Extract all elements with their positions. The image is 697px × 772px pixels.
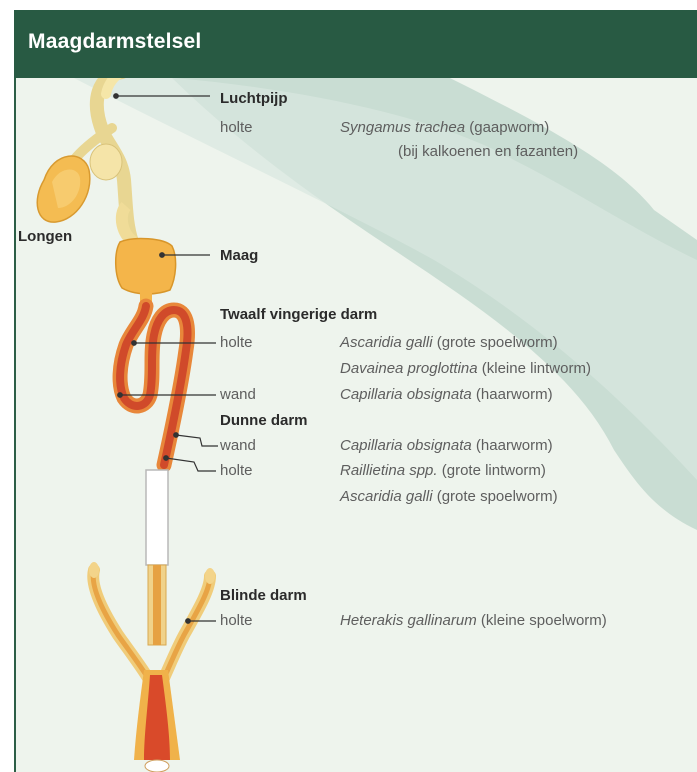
parasite-common-name: (haarworm) (476, 386, 553, 403)
parasite-genus: Raillietina spp. (340, 462, 438, 479)
parasite-heterakis: Heterakis gallinarum (kleine spoelworm) (340, 612, 607, 629)
parasite-genus: Capillaria obsignata (340, 386, 472, 403)
ceca-tip-right (205, 568, 215, 584)
duodenum-inner (120, 306, 187, 465)
ceca-left-core (93, 570, 148, 678)
label-blinde-darm: Blinde darm (220, 587, 307, 604)
location-holte-blinde: holte (220, 612, 253, 629)
parasite-common-name: (grote lintworm) (442, 462, 546, 479)
parasite-ascaridia-1: Ascaridia galli (grote spoelworm) (340, 334, 558, 351)
location-holte-twaalfvingerige: holte (220, 334, 253, 351)
location-holte-dunne: holte (220, 462, 253, 479)
label-luchtpijp: Luchtpijp (220, 90, 288, 107)
crop-illustration (90, 144, 122, 180)
label-maag: Maag (220, 247, 258, 264)
parasite-genus: Heterakis gallinarum (340, 612, 477, 629)
cloaca-opening (145, 760, 169, 772)
location-holte-luchtpijp: holte (220, 119, 253, 136)
ceca-tip-left (89, 562, 99, 578)
intestine-stem-core (153, 565, 161, 645)
parasite-ascaridia-2: Ascaridia galli (grote spoelworm) (340, 488, 558, 505)
parasite-syngamus: Syngamus trachea (gaapworm) (340, 119, 549, 136)
parasite-genus: Capillaria obsignata (340, 437, 472, 454)
stomach-illustration (116, 239, 176, 294)
parasite-genus: Ascaridia galli (340, 334, 433, 351)
parasite-genus: Davainea proglottina (340, 360, 478, 377)
parasite-capillaria-1: Capillaria obsignata (haarworm) (340, 386, 553, 403)
parasite-capillaria-2: Capillaria obsignata (haarworm) (340, 437, 553, 454)
parasite-common-name: (gaapworm) (469, 119, 549, 136)
parasite-genus: Ascaridia galli (340, 488, 433, 505)
parasite-raillietina: Raillietina spp. (grote lintworm) (340, 462, 546, 479)
parasite-common-name: (grote spoelworm) (437, 488, 558, 505)
small-intestine-section (146, 470, 168, 565)
parasite-common-name: (kleine lintworm) (482, 360, 591, 377)
diagram-panel: Maagdarmstelsel Luchtpijp holte Syngamus… (14, 10, 697, 772)
location-wand-twaalfvingerige: wand (220, 386, 256, 403)
parasite-genus: Syngamus trachea (340, 119, 465, 136)
parasite-davainea: Davainea proglottina (kleine lintworm) (340, 360, 591, 377)
parasite-common-name: (haarworm) (476, 437, 553, 454)
label-twaalfvingerige-darm: Twaalf vingerige darm (220, 306, 377, 323)
parasite-common-name: (grote spoelworm) (437, 334, 558, 351)
panel-left-border (14, 10, 16, 772)
label-longen: Longen (18, 228, 72, 245)
header-bar: Maagdarmstelsel (14, 10, 697, 78)
parasite-syngamus-note: (bij kalkoenen en fazanten) (398, 143, 578, 160)
location-wand-dunne: wand (220, 437, 256, 454)
label-dunne-darm: Dunne darm (220, 412, 308, 429)
page-title: Maagdarmstelsel (28, 30, 201, 54)
parasite-common-name: (kleine spoelworm) (481, 612, 607, 629)
